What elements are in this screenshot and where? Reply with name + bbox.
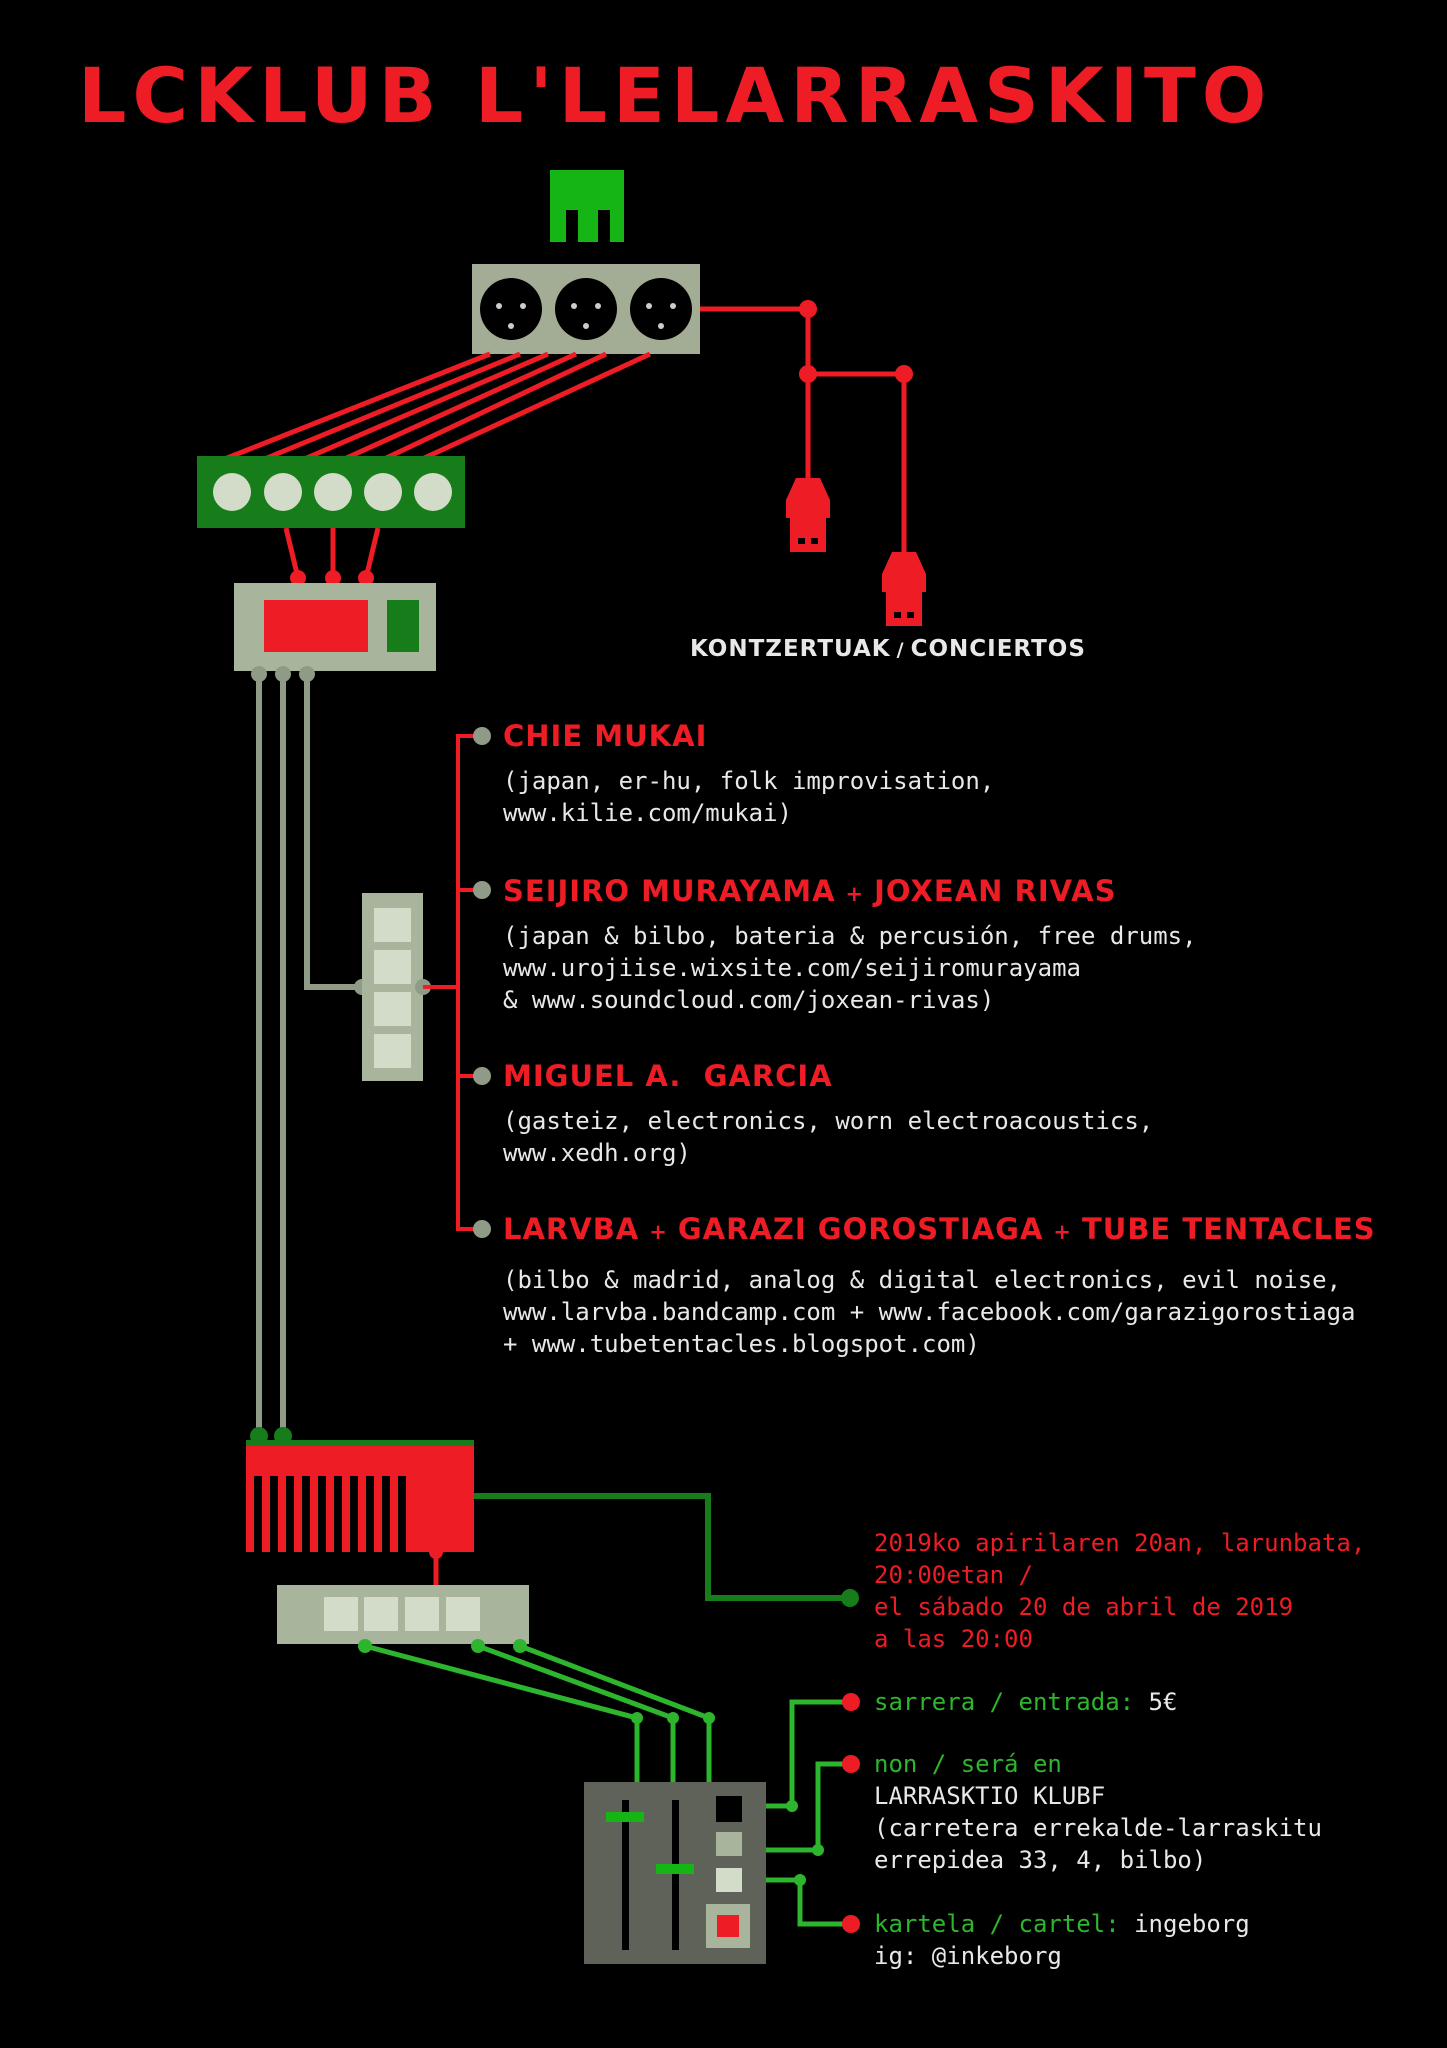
green-patch-block <box>197 456 465 528</box>
vertical-splitter <box>362 893 431 1081</box>
poster-handle: ig: @inkeborg <box>874 1942 1062 1970</box>
artist-name: CHIE MUKAI <box>503 719 708 753</box>
act-bullets <box>473 727 491 1238</box>
act-description: (gasteiz, electronics, worn electroacous… <box>503 1107 1154 1167</box>
event-date: 2019ko apirilaren 20an, larunbata, 20:00… <box>874 1529 1366 1653</box>
gray-cables <box>256 672 362 1436</box>
section-heading-eu: KONTZERTUAK <box>690 636 891 662</box>
artist-name: SEIJIRO MURAYAMA <box>503 874 836 908</box>
xlr-connector-block <box>472 264 700 354</box>
act-name: MIGUEL A. GARCIA <box>503 1062 1433 1091</box>
info-bullets <box>842 1693 860 1933</box>
act-larvba: LARVBA+GARAZI GOROSTIAGA+TUBE TENTACLES … <box>503 1215 1433 1360</box>
red-cables-diagonal <box>221 351 652 463</box>
red-short-cables <box>283 527 381 579</box>
poster-label: kartela / cartel: <box>874 1910 1120 1938</box>
act-name: CHIE MUKAI <box>503 722 1433 751</box>
venue: non / será en LARRASKTIO KLUBF (carretera… <box>874 1748 1322 1876</box>
act-description: (japan, er-hu, folk improvisation, www.k… <box>503 767 995 827</box>
section-heading: KONTZERTUAK/CONCIERTOS <box>690 636 1086 662</box>
artist-name: MIGUEL A. GARCIA <box>503 1059 833 1093</box>
act-description: (bilbo & madrid, analog & digital electr… <box>503 1266 1356 1358</box>
plus-sign: + <box>845 882 865 906</box>
green-cables-mixer <box>364 1643 712 1782</box>
green-cables-info <box>766 1699 850 1927</box>
plus-sign: + <box>649 1220 668 1244</box>
page-title: LCKLUB L'LELARRASKITO <box>78 51 1273 140</box>
act-name: SEIJIRO MURAYAMA + JOXEAN RIVAS <box>503 877 1433 906</box>
red-heatsink <box>246 1440 474 1552</box>
act-name: LARVBA + GARAZI GOROSTIAGA + TUBE TENTACLES <box>503 1215 1433 1244</box>
section-separator: / <box>896 639 905 661</box>
artist-name: TUBE TENTACLES <box>1082 1212 1376 1246</box>
venue-label: non / será en <box>874 1750 1062 1778</box>
act-description: (japan & bilbo, bateria & percusión, fre… <box>503 922 1197 1014</box>
poster-artist: ingeborg <box>1119 1910 1250 1938</box>
act-chie-mukai: CHIE MUKAI (japan, er-hu, folk improvisa… <box>503 722 1433 829</box>
horizontal-splitter <box>277 1585 529 1644</box>
gray-device <box>234 583 436 671</box>
acts-bracket <box>423 734 482 1231</box>
usb-plug-2 <box>882 552 926 626</box>
section-heading-es: CONCIERTOS <box>910 636 1086 662</box>
poster-credit: kartela / cartel: ingeborg ig: @inkeborg <box>874 1908 1250 1972</box>
cable-joints-red <box>799 300 913 383</box>
mixer <box>584 1782 766 1964</box>
entry-label: sarrera / entrada: <box>874 1688 1135 1716</box>
entry-value: 5€ <box>1134 1688 1178 1716</box>
entry-price: sarrera / entrada: 5€ <box>874 1686 1177 1718</box>
plus-sign: + <box>1053 1220 1072 1244</box>
venue-address: LARRASKTIO KLUBF (carretera errekalde-la… <box>874 1782 1322 1874</box>
artist-name: GARAZI GOROSTIAGA <box>677 1212 1044 1246</box>
artist-name: LARVBA <box>503 1212 640 1246</box>
artist-name: JOXEAN RIVAS <box>874 874 1117 908</box>
usb-plug-1 <box>786 478 830 552</box>
act-murayama-rivas: SEIJIRO MURAYAMA + JOXEAN RIVAS (japan & b… <box>503 877 1433 1016</box>
top-green-plug <box>550 170 624 242</box>
date-cable <box>474 1493 850 1601</box>
act-miguel-garcia: MIGUEL A. GARCIA (gasteiz, electronics, … <box>503 1062 1433 1169</box>
